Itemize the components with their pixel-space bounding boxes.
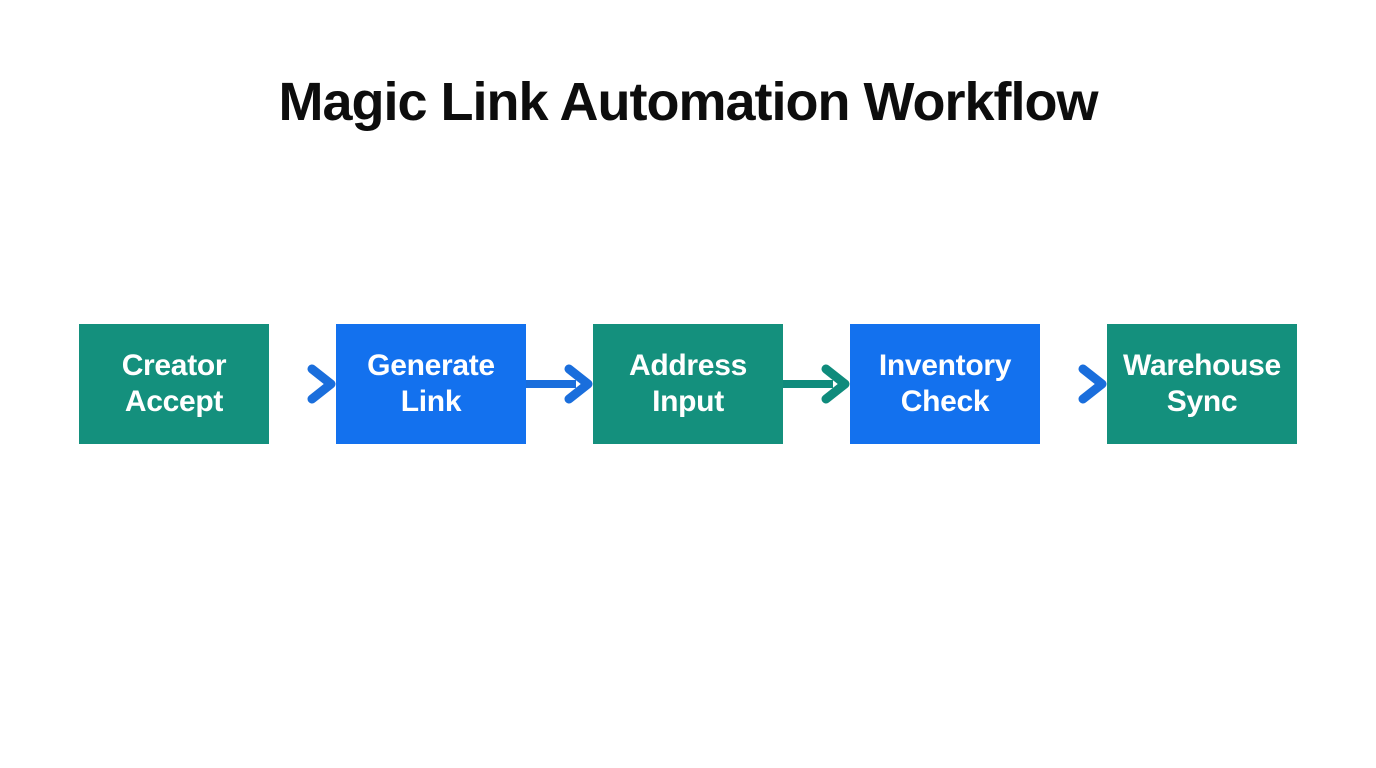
node-inventory-check: Inventory Check — [850, 324, 1040, 444]
arrow-right-icon-2 — [526, 364, 593, 404]
node-label-warehouse-sync: Warehouse Sync — [1123, 349, 1281, 418]
arrow-right-icon-3 — [783, 364, 850, 404]
node-label-creator-accept: Creator Accept — [121, 349, 227, 418]
node-label-generate-link: Generate Link — [367, 349, 495, 418]
node-label-inventory-check: Inventory Check — [878, 349, 1012, 418]
diagram-title: Magic Link Automation Workflow — [278, 72, 1099, 132]
node-creator-accept: Creator Accept — [79, 324, 269, 444]
workflow-row: Creator Accept Generate Link Address Inp… — [79, 324, 1297, 444]
node-warehouse-sync: Warehouse Sync — [1107, 324, 1297, 444]
node-generate-link: Generate Link — [336, 324, 526, 444]
arrow-right-icon-4 — [1040, 364, 1107, 404]
arrow-right-icon-1 — [269, 364, 336, 404]
node-address-input: Address Input — [593, 324, 783, 444]
node-label-address-input: Address Input — [629, 349, 747, 418]
